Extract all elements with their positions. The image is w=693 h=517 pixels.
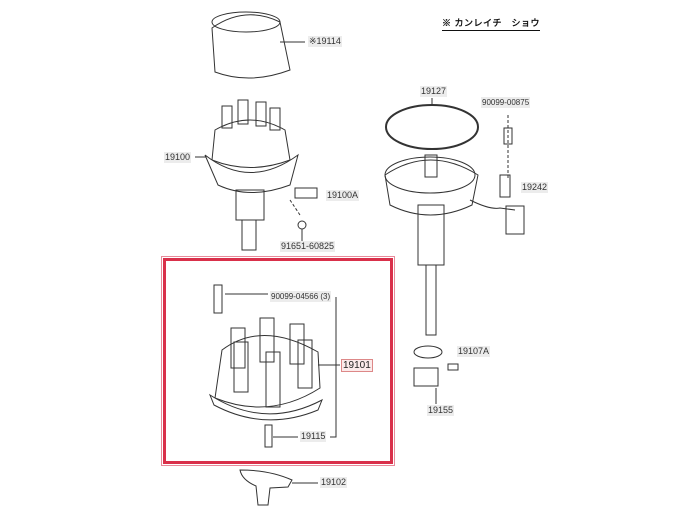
part-label-19115[interactable]: 19115	[300, 431, 327, 442]
distributor-cap-drawing	[208, 284, 340, 448]
part-label-19242[interactable]: 19242	[521, 182, 549, 193]
part-label-19155[interactable]: 19155	[427, 405, 455, 416]
part-label-19107A[interactable]: 19107A	[457, 346, 491, 357]
distributor-assembly-drawing	[195, 99, 318, 251]
part-label-19127[interactable]: 19127	[420, 86, 448, 97]
legend-note: ※ カンレイチ ショウ	[442, 16, 541, 31]
part-label-19114[interactable]: ※19114	[308, 36, 342, 47]
part-label-19100[interactable]: 19100	[164, 152, 192, 163]
rotor-drawing	[239, 469, 318, 506]
distributor-housing-drawing	[384, 98, 525, 404]
part-label-90099-00875[interactable]: 90099-00875	[481, 97, 531, 108]
part-label-90099-04566[interactable]: 90099-04566 (3)	[270, 291, 332, 302]
part-label-19100A[interactable]: 19100A	[326, 190, 360, 201]
part-label-19102[interactable]: 19102	[320, 477, 348, 488]
cap-cover-drawing	[211, 11, 305, 79]
highlight-frame	[161, 256, 395, 466]
part-label-91651-60825[interactable]: 91651-60825	[280, 241, 336, 252]
part-label-19101[interactable]: 19101	[341, 359, 373, 372]
